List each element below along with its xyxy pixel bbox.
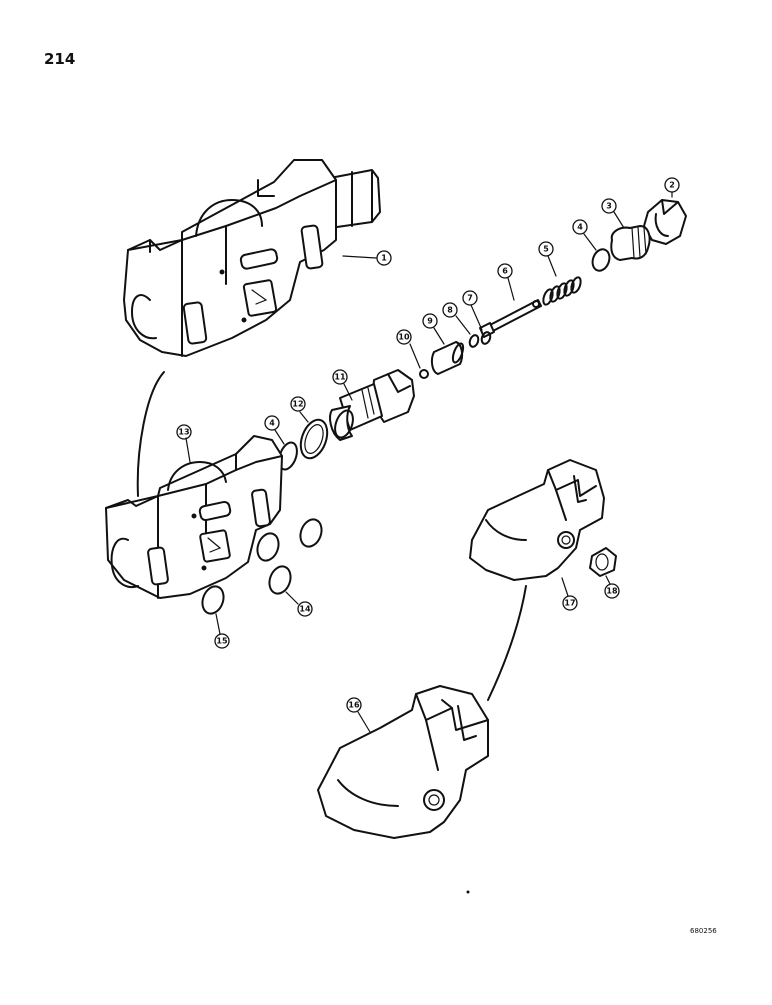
o-ring-4 (591, 248, 611, 272)
callout-1: 1 (376, 250, 392, 266)
callout-4: 4 (572, 219, 588, 235)
end-cap-17 (469, 459, 605, 581)
svg-text:1: 1 (381, 254, 387, 263)
svg-text:15: 15 (216, 637, 228, 646)
assembly-arrow-lower (487, 585, 527, 701)
spring-5 (542, 276, 582, 306)
callout-8: 8 (442, 302, 458, 318)
o-rings-14 (256, 518, 323, 595)
drawing-id: 680256 (690, 927, 717, 935)
stem-6 (479, 299, 542, 338)
cartridge-11 (329, 369, 415, 441)
svg-text:7: 7 (467, 294, 473, 303)
svg-text:5: 5 (543, 245, 549, 254)
stray-dot (466, 890, 470, 894)
svg-text:10: 10 (398, 333, 410, 342)
callout-14: 14 (297, 601, 313, 617)
ring-7 (480, 331, 492, 345)
sleeve-9 (430, 341, 465, 375)
svg-text:17: 17 (564, 599, 575, 608)
valve-section-body-13 (105, 435, 283, 599)
callout-2: 2 (664, 177, 680, 193)
svg-text:14: 14 (299, 605, 311, 614)
svg-text:3: 3 (606, 202, 612, 211)
callout-7: 7 (462, 290, 478, 306)
svg-text:9: 9 (427, 317, 433, 326)
plug-18 (589, 547, 617, 577)
callout-15: 15 (214, 633, 230, 649)
seal-12 (299, 418, 329, 460)
svg-text:4: 4 (577, 223, 583, 232)
callout-13: 13 (176, 424, 192, 440)
svg-text:16: 16 (348, 701, 360, 710)
callout-4-left: 4 (264, 415, 280, 431)
callout-10: 10 (396, 329, 412, 345)
ball-10 (419, 369, 429, 379)
assembly-arrow-upper (136, 371, 165, 497)
svg-text:4: 4 (269, 419, 275, 428)
threaded-plug-3 (610, 225, 651, 261)
callout-11: 11 (332, 369, 348, 385)
svg-text:6: 6 (502, 267, 508, 276)
svg-text:8: 8 (447, 306, 453, 315)
callout-18: 18 (604, 583, 620, 599)
washer-8 (468, 334, 480, 348)
callout-3: 3 (601, 198, 617, 214)
svg-text:18: 18 (606, 587, 618, 596)
callout-9: 9 (422, 313, 438, 329)
callout-12: 12 (290, 396, 306, 412)
callout-16: 16 (346, 697, 362, 713)
callout-6: 6 (497, 263, 513, 279)
svg-text:12: 12 (292, 400, 303, 409)
o-ring-15 (201, 585, 225, 615)
callout-5: 5 (538, 241, 554, 257)
end-cap-16 (317, 685, 489, 839)
svg-text:13: 13 (178, 428, 189, 437)
valve-section-body-1 (123, 159, 381, 357)
page-number: 214 (44, 50, 76, 68)
callout-17: 17 (562, 595, 578, 611)
svg-text:11: 11 (334, 373, 346, 382)
svg-text:2: 2 (669, 181, 675, 190)
